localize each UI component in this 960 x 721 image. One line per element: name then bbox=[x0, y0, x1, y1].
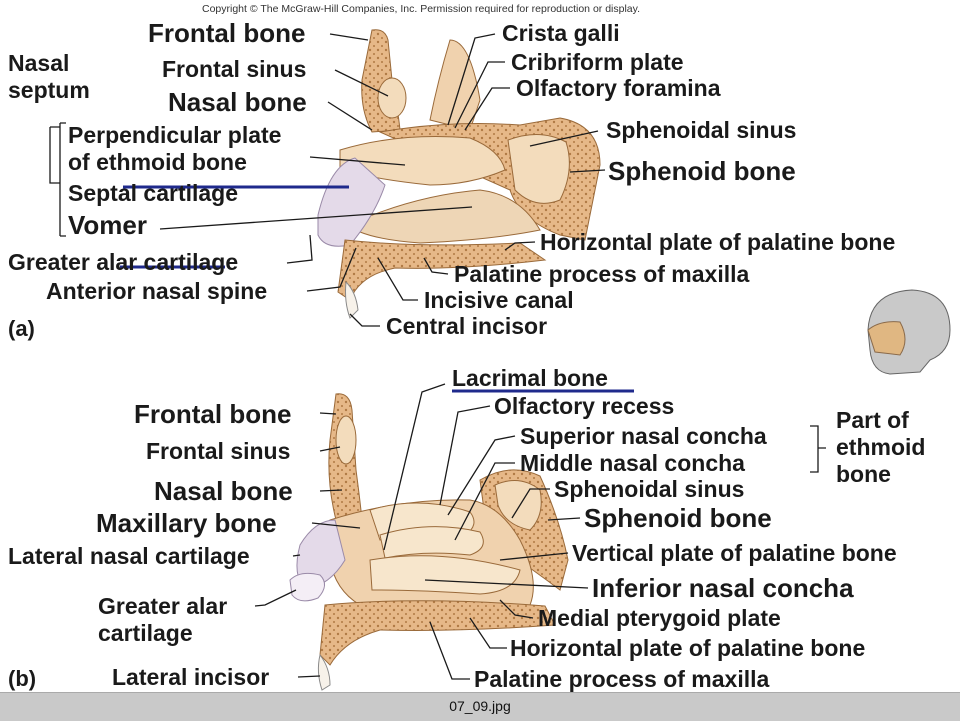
label-b-greater-alar-1: Greater alar bbox=[98, 593, 228, 619]
label-b-part-of-1: Part of bbox=[836, 407, 909, 433]
label-b-middle-nasal-concha: Middle nasal concha bbox=[520, 450, 745, 476]
label-b-vertical-plate: Vertical plate of palatine bone bbox=[572, 540, 897, 566]
panel-a-letter: (a) bbox=[8, 316, 35, 341]
label-a-perpendicular-plate-2: of ethmoid bone bbox=[68, 149, 247, 175]
annotation-underlines bbox=[120, 185, 634, 393]
panel-b-illustration bbox=[289, 393, 569, 691]
label-b-sphenoidal-sinus: Sphenoidal sinus bbox=[554, 476, 745, 502]
label-a-central-incisor: Central incisor bbox=[386, 313, 548, 339]
copyright-notice: Copyright © The McGraw-Hill Companies, I… bbox=[202, 3, 641, 15]
label-a-nasal-septum-2: septum bbox=[8, 77, 90, 103]
label-a-incisive-canal: Incisive canal bbox=[424, 287, 574, 313]
label-a-sphenoidal-sinus: Sphenoidal sinus bbox=[606, 117, 797, 143]
label-b-medial-pterygoid: Medial pterygoid plate bbox=[538, 605, 781, 631]
label-a-perpendicular-plate-1: Perpendicular plate bbox=[68, 122, 282, 148]
label-a-cribriform-plate: Cribriform plate bbox=[511, 49, 684, 75]
label-a-greater-alar-cartilage: Greater alar cartilage bbox=[8, 249, 239, 275]
label-b-lateral-incisor: Lateral incisor bbox=[112, 664, 270, 690]
label-b-nasal-bone: Nasal bone bbox=[154, 476, 293, 506]
label-b-part-of-2: ethmoid bbox=[836, 434, 926, 460]
label-a-frontal-bone: Frontal bone bbox=[148, 18, 306, 48]
label-a-nasal-septum-1: Nasal bbox=[8, 50, 70, 76]
skull-orientation-thumbnail bbox=[867, 289, 951, 375]
label-b-sphenoid-bone: Sphenoid bone bbox=[584, 503, 772, 533]
label-b-greater-alar-2: cartilage bbox=[98, 620, 193, 646]
label-a-palatine-process: Palatine process of maxilla bbox=[454, 261, 750, 287]
label-a-vomer: Vomer bbox=[68, 210, 147, 240]
label-a-olfactory-foramina: Olfactory foramina bbox=[516, 75, 721, 101]
image-filename: 07_09.jpg bbox=[449, 698, 511, 714]
label-b-part-of-3: bone bbox=[836, 461, 891, 487]
label-a-nasal-bone: Nasal bone bbox=[168, 87, 307, 117]
label-b-maxillary-bone: Maxillary bone bbox=[96, 508, 277, 538]
label-a-sphenoid-bone: Sphenoid bone bbox=[608, 156, 796, 186]
label-b-frontal-bone: Frontal bone bbox=[134, 399, 292, 429]
label-a-frontal-sinus: Frontal sinus bbox=[162, 56, 307, 82]
label-b-horizontal-plate: Horizontal plate of palatine bone bbox=[510, 635, 866, 661]
label-a-anterior-nasal-spine: Anterior nasal spine bbox=[46, 278, 268, 304]
label-a-crista-galli: Crista galli bbox=[502, 20, 620, 46]
leader-lines-a bbox=[49, 33, 606, 327]
label-b-lacrimal-bone: Lacrimal bone bbox=[452, 365, 608, 391]
label-a-horizontal-plate: Horizontal plate of palatine bone bbox=[540, 229, 896, 255]
label-b-inferior-nasal-concha: Inferior nasal concha bbox=[592, 573, 854, 603]
label-b-frontal-sinus: Frontal sinus bbox=[146, 438, 291, 464]
leader-lines-b bbox=[254, 383, 826, 680]
label-b-palatine-process: Palatine process of maxilla bbox=[474, 666, 770, 692]
label-b-lateral-nasal-cartilage: Lateral nasal cartilage bbox=[8, 543, 250, 569]
label-b-olfactory-recess: Olfactory recess bbox=[494, 393, 675, 419]
label-a-septal-cartilage: Septal cartilage bbox=[68, 180, 239, 206]
label-b-superior-nasal-concha: Superior nasal concha bbox=[520, 423, 767, 449]
panel-a-illustration bbox=[317, 29, 601, 319]
panel-b-letter: (b) bbox=[8, 666, 37, 691]
image-filename-bar: 07_09.jpg bbox=[0, 692, 960, 721]
